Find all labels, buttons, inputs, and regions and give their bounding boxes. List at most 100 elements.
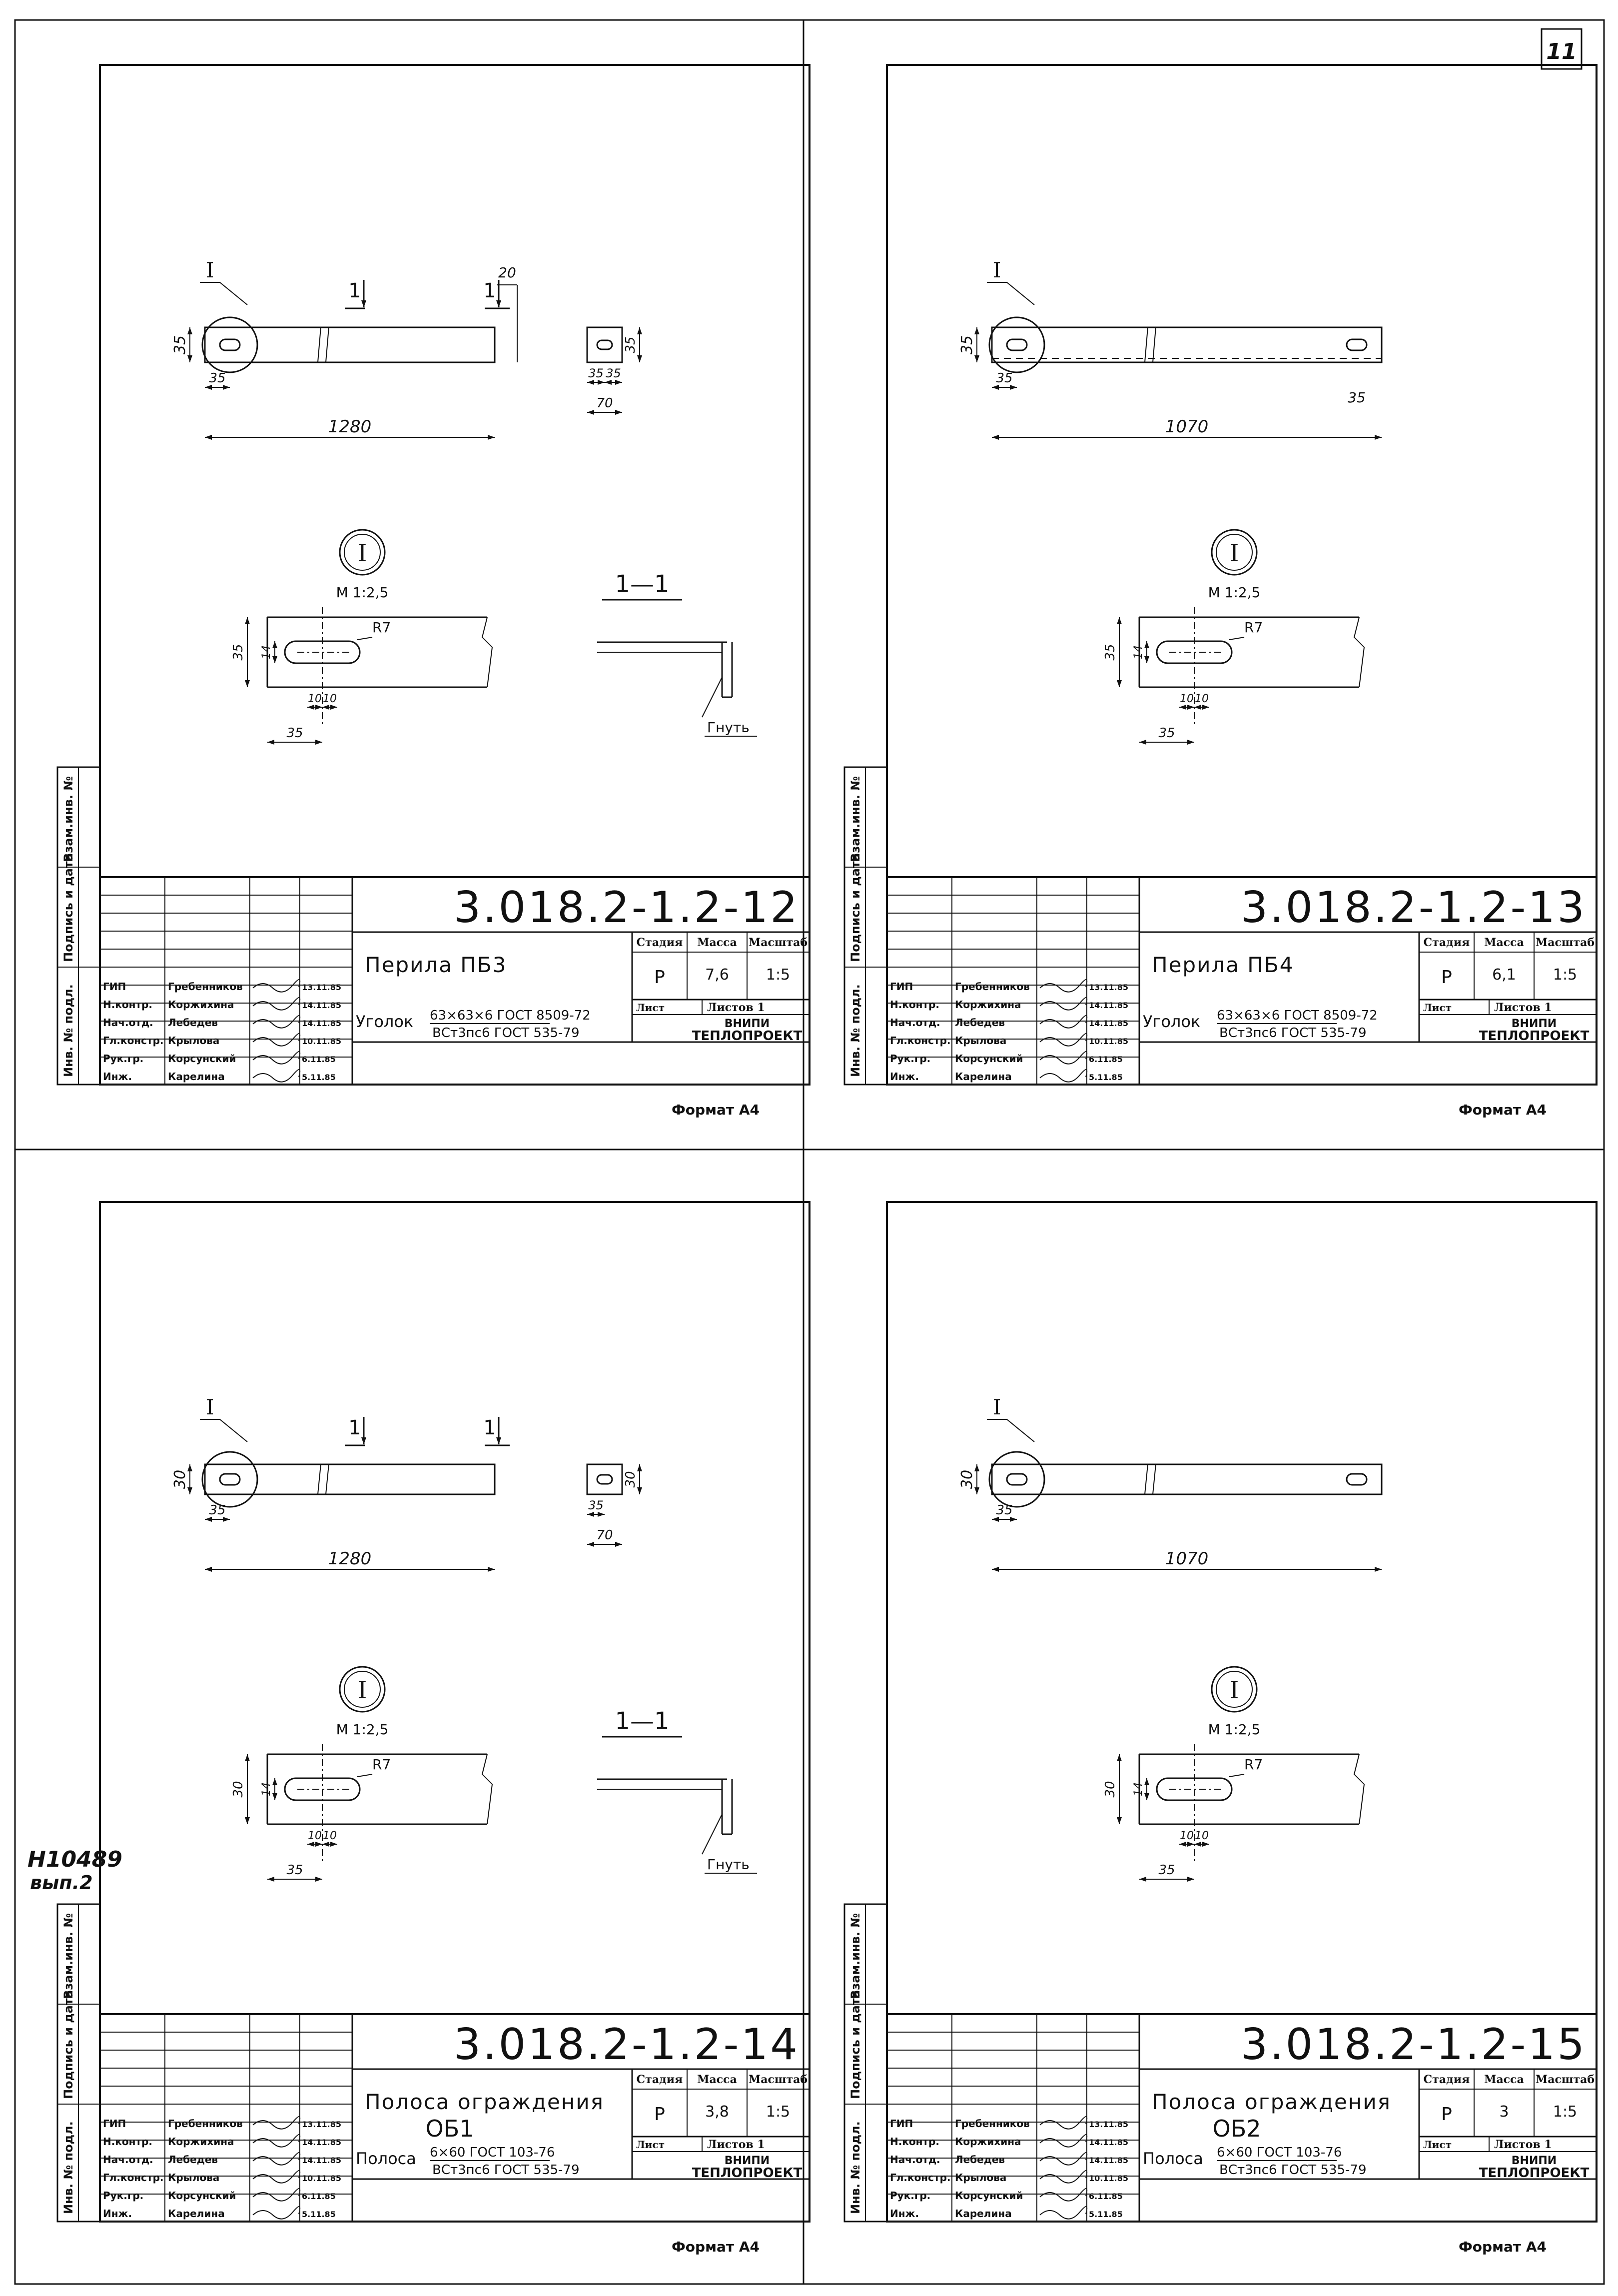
- dimension-arrow: [267, 1877, 274, 1882]
- dimension-arrow: [615, 1542, 622, 1547]
- dimension-value: 35: [588, 366, 604, 380]
- header-stage: Стадия: [1424, 936, 1470, 949]
- format-label: Формат А4: [672, 2239, 760, 2255]
- dimension-arrow: [223, 385, 230, 390]
- leader-line: [1006, 282, 1035, 305]
- detail-radius: R7: [1244, 619, 1263, 636]
- staff-role: Нач.отд.: [890, 2154, 940, 2166]
- title-block: [886, 876, 1598, 1086]
- staff-date: 5.11.85: [1089, 1073, 1123, 1082]
- dimension-arrow: [1117, 1817, 1122, 1824]
- staff-name: Лебедев: [168, 1017, 218, 1029]
- detail-callout-circle: [201, 1451, 258, 1508]
- dimension-arrow: [205, 435, 212, 440]
- dimension-arrow: [361, 1437, 366, 1444]
- header-mass: Масса: [1484, 2073, 1524, 2086]
- header-mass: Масса: [1484, 936, 1524, 949]
- dimension-arrow: [598, 380, 605, 385]
- staff-date: 10.11.85: [302, 2174, 341, 2183]
- staff-role: Рук.гр.: [890, 2190, 930, 2202]
- dimension-value: 35: [996, 371, 1012, 386]
- dimension-arrow: [322, 1842, 329, 1847]
- signature: [252, 2170, 301, 2184]
- dimension-arrow: [1202, 1842, 1209, 1847]
- break-line: [481, 1754, 493, 1825]
- dimension-arrow: [205, 385, 212, 390]
- staff-date: 6.11.85: [1089, 2192, 1123, 2201]
- side-view: [586, 1463, 623, 1495]
- staff-date: 10.11.85: [1089, 1037, 1128, 1046]
- signature: [1039, 2134, 1088, 2148]
- dimension-arrow: [598, 1512, 605, 1517]
- dimension-value: 30: [171, 1470, 189, 1489]
- header-stage: Стадия: [637, 936, 683, 949]
- side-stamp-label: Инв. № подл.: [61, 2121, 75, 2214]
- dimension-arrow: [272, 656, 277, 663]
- signature: [252, 1069, 301, 1083]
- material-spec: 6×60 ГОСТ 103-76: [1217, 2145, 1342, 2160]
- material-label: Полоса: [1143, 2149, 1203, 2168]
- signature: [1039, 1069, 1088, 1083]
- stage-value: Р: [654, 967, 665, 988]
- part-name-code: ОБ2: [1212, 2115, 1261, 2142]
- staff-role: Нач.отд.: [103, 1017, 153, 1029]
- staff-role: Нач.отд.: [103, 2154, 153, 2166]
- dimension-arrow: [1144, 1793, 1149, 1800]
- dimension-arrow: [587, 410, 594, 415]
- dimension-arrow: [1202, 705, 1209, 710]
- side-stamp-label: Инв. № подл.: [848, 984, 862, 1077]
- break-line: [1144, 327, 1148, 363]
- side-stamp-label: Подпись и дата: [61, 1990, 75, 2099]
- section-mark: 1: [483, 1416, 496, 1439]
- detail-label: I: [1230, 1676, 1239, 1704]
- dimension-value: 35: [286, 726, 303, 741]
- break-line: [1152, 327, 1156, 363]
- signature: [1039, 1051, 1088, 1065]
- dimension-arrow: [205, 1567, 212, 1572]
- signature: [252, 2134, 301, 2148]
- dimension-arrow: [1194, 705, 1201, 710]
- dimension-arrow: [974, 355, 979, 362]
- dimension-value: 14: [260, 1782, 273, 1796]
- staff-name: Коржихина: [955, 999, 1021, 1011]
- material-label: Уголок: [1143, 1012, 1200, 1031]
- side-stamp-label: Подпись и дата: [61, 853, 75, 962]
- org-name: ТЕПЛОПРОЕКТ: [692, 2166, 803, 2181]
- detail-callout-label: I: [993, 258, 1001, 282]
- dimension-value: 35: [588, 1498, 604, 1512]
- archive-note-number: Н10489: [27, 1847, 122, 1872]
- dimension-arrow: [1187, 740, 1194, 745]
- dimension-value: 1280: [328, 417, 372, 437]
- staff-date: 14.11.85: [302, 2138, 341, 2147]
- leader-line: [357, 1774, 373, 1777]
- staff-name: Гребенников: [168, 2118, 243, 2130]
- archive-note-issue: вып.2: [30, 1872, 93, 1894]
- staff-date: 13.11.85: [302, 2120, 341, 2129]
- dimension-arrow: [615, 380, 622, 385]
- break-line: [325, 1464, 329, 1495]
- dimension-value: 35: [231, 644, 246, 660]
- document-code: 3.018.2-1.2-12: [453, 883, 800, 933]
- detail-callout-label: I: [206, 1395, 214, 1419]
- document-code: 3.018.2-1.2-13: [1240, 883, 1587, 933]
- dimension-value: 1280: [328, 1549, 372, 1569]
- dimension-value: 35: [623, 336, 638, 353]
- dimension-value: 30: [1103, 1781, 1118, 1797]
- org-name: ТЕПЛОПРОЕКТ: [692, 1029, 803, 1044]
- dimension-arrow: [307, 1842, 314, 1847]
- dimension-arrow: [1179, 1842, 1186, 1847]
- detail-label: I: [1230, 539, 1239, 567]
- dimension-value: 70: [596, 396, 613, 411]
- staff-name: Лебедев: [955, 2154, 1005, 2166]
- page-number-box: [1541, 28, 1583, 70]
- signature: [252, 2188, 301, 2202]
- dimension-value: 30: [231, 1781, 246, 1797]
- staff-date: 10.11.85: [1089, 2174, 1128, 2183]
- dimension-arrow: [1139, 740, 1146, 745]
- leader-line: [1006, 1419, 1035, 1442]
- dimension-arrow: [245, 1817, 250, 1824]
- staff-role: Гл.констр.: [890, 1035, 950, 1047]
- title-block: [99, 876, 810, 1086]
